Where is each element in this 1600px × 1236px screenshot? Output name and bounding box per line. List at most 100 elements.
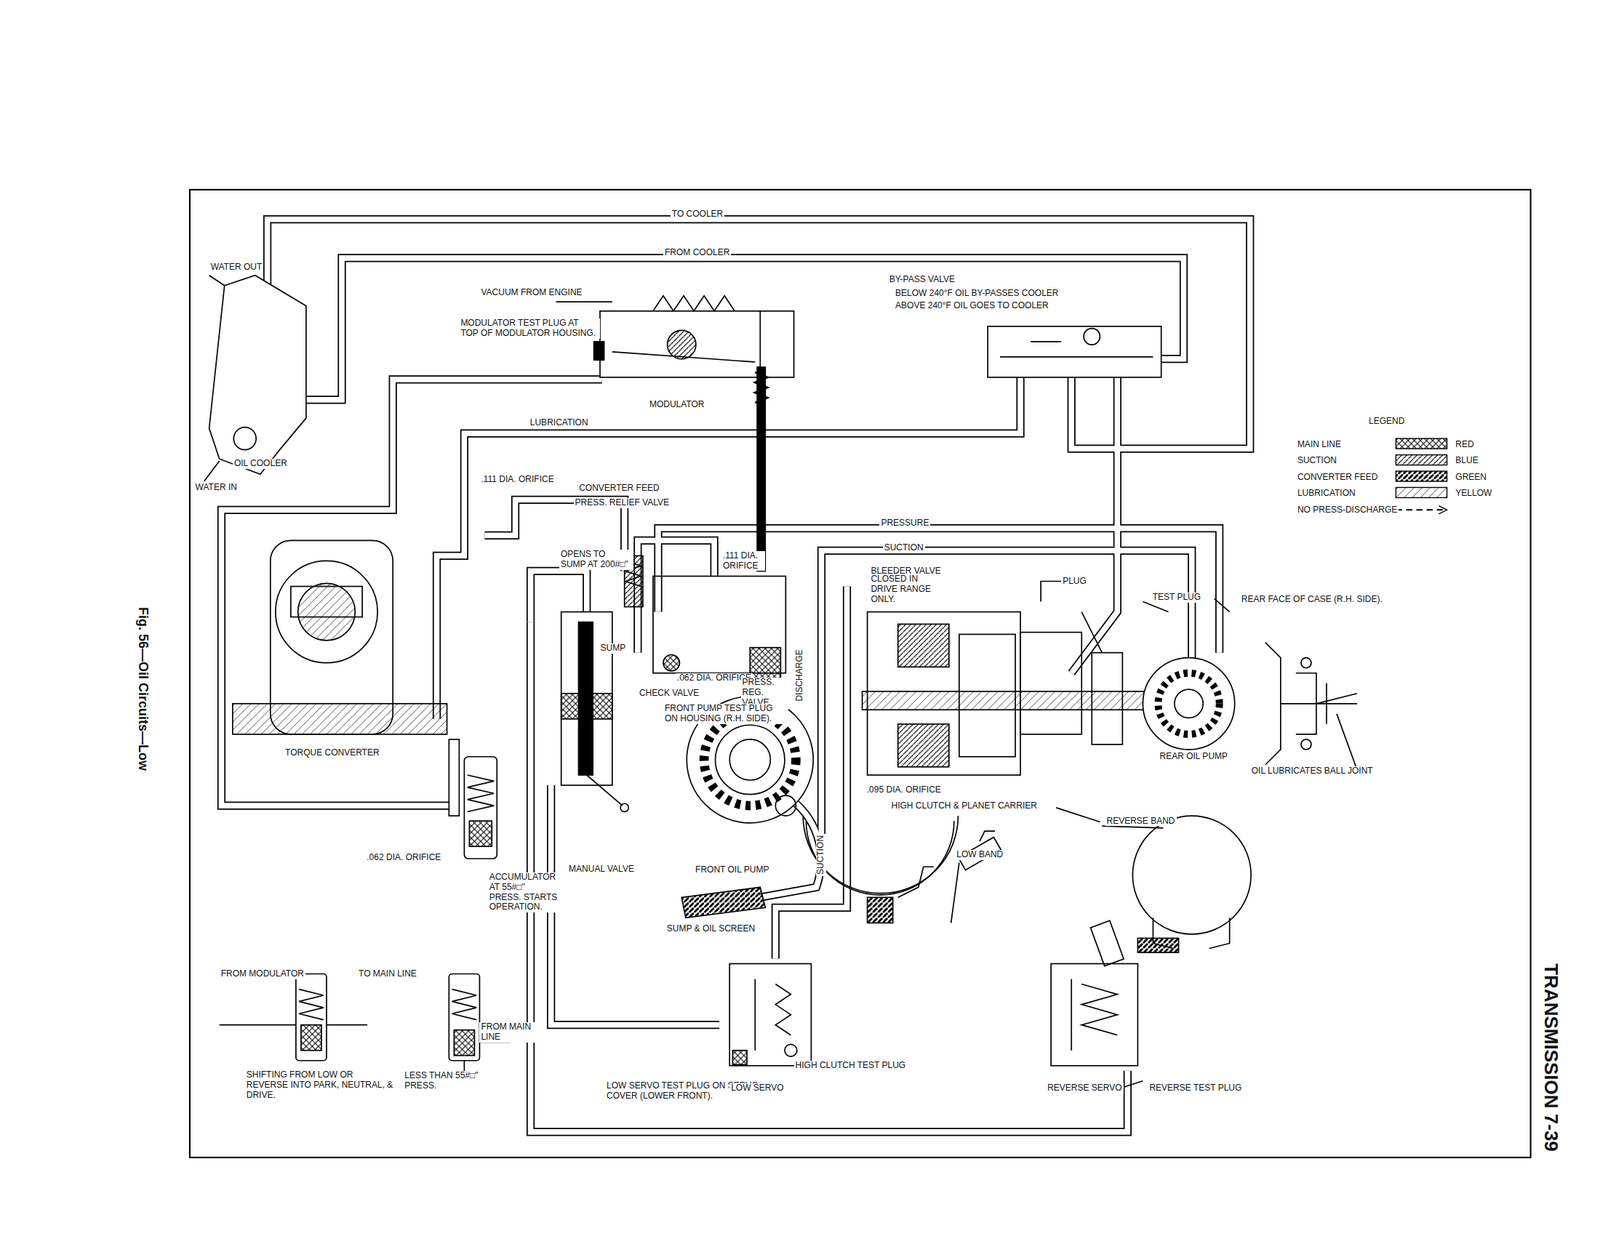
part-label: REVERSE SERVO <box>1045 1083 1123 1094</box>
drawing-part <box>637 540 715 653</box>
part-label: REVERSE TEST PLUG <box>1147 1083 1243 1094</box>
part-label: OIL LUBRICATES BALL JOINT <box>1250 766 1375 777</box>
drawing-part <box>704 714 796 806</box>
drawing-part <box>189 189 1531 1158</box>
part-label: VACUUM FROM ENGINE <box>479 288 584 299</box>
part-label: .095 DIA. ORIFICE <box>865 785 943 796</box>
part-label: REAR OIL PUMP <box>1157 752 1230 763</box>
part-label: SUMP <box>599 643 628 654</box>
drawing-part <box>898 866 934 898</box>
drawing-part <box>561 693 613 720</box>
part-label: RED <box>1453 440 1475 451</box>
drawing-part <box>448 739 459 816</box>
drawing-part <box>754 372 768 403</box>
part-label: TO MAIN LINE <box>357 969 419 980</box>
drawing-part <box>275 560 378 663</box>
part-label: TO COOLER <box>670 209 725 220</box>
drawing-part <box>951 598 1358 1090</box>
drawing-part <box>867 897 894 923</box>
legend-text: LUBRICATION <box>1296 488 1358 499</box>
part-label: FRONT PUMP TEST PLUG ON HOUSING (R.H. SI… <box>663 704 789 725</box>
part-label: LUBRICATION <box>528 418 590 429</box>
drawing-part <box>757 367 766 572</box>
drawing-part <box>667 330 696 359</box>
drawing-part <box>467 775 494 812</box>
drawing-part <box>715 725 785 795</box>
part-label: HIGH CLUTCH & PLANET CARRIER <box>889 801 1038 812</box>
drawing-part <box>448 974 480 1062</box>
drawing-part <box>979 831 995 842</box>
drawing-part <box>1071 357 1118 674</box>
page-header: TRANSMISSION 7-39 <box>1539 964 1563 1153</box>
part-label: BY-PASS VALVE <box>888 274 957 286</box>
drawing-part <box>1438 506 1447 515</box>
drawing-part <box>219 1025 511 1077</box>
drawing-part <box>233 427 256 451</box>
part-label: OIL COOLER <box>232 458 289 470</box>
part-label: LOW BAND <box>954 850 1005 861</box>
drawing-part <box>452 989 478 1021</box>
drawing-part <box>221 219 1250 1133</box>
drawing-part <box>437 352 1022 720</box>
drawing-part <box>290 586 363 618</box>
part-label: ABOVE 240°F OIL GOES TO COOLER <box>893 301 1051 312</box>
drawing-part <box>1137 938 1179 953</box>
drawing-part <box>1071 357 1118 674</box>
drawing-part <box>784 1044 798 1057</box>
drawing-part <box>732 1050 747 1066</box>
drawing-part <box>221 219 1250 1133</box>
drawing-part <box>301 1025 322 1051</box>
part-label: LEGEND <box>1367 416 1406 427</box>
part-label: OPENS TO SUMP AT 200#□" <box>559 549 634 571</box>
part-label: PRESS. REG. VALVE <box>741 677 790 708</box>
drawing-part <box>561 612 613 786</box>
drawing-part <box>1395 509 1447 511</box>
drawing-part <box>1091 653 1123 745</box>
drawing-part <box>681 887 766 918</box>
drawing-part <box>754 979 791 1051</box>
drawing-part <box>821 550 1192 837</box>
drawing-part <box>1174 689 1203 718</box>
part-label: MANUAL VALVE <box>567 864 636 875</box>
drawing-part <box>620 803 629 812</box>
part-label: BELOW 240°F OIL BY-PASSES COOLER <box>893 288 1060 299</box>
part-label: PLUG <box>1061 576 1088 587</box>
part-label: FROM COOLER <box>663 248 731 259</box>
drawing-part <box>1000 341 1153 358</box>
drawing-part <box>298 583 356 641</box>
drawing-part <box>1265 642 1358 766</box>
drawing-part <box>556 301 613 303</box>
drawing-part <box>663 654 680 671</box>
drawing-part <box>1083 328 1100 345</box>
part-label: PRESS. RELIEF VALVE <box>573 498 672 509</box>
drawing-part <box>298 989 324 1021</box>
drawing-part <box>1157 673 1219 735</box>
part-label: SUMP & OIL SCREEN <box>665 924 757 935</box>
drawing-part <box>1040 581 1102 654</box>
part-label: BLUE <box>1453 456 1480 467</box>
part-label: .062 DIA. ORIFICE <box>365 853 443 864</box>
part-label: SHIFTING FROM LOW OR REVERSE INTO PARK, … <box>245 1070 396 1101</box>
drawing-part <box>749 648 781 679</box>
drawing-part <box>1142 658 1235 750</box>
part-label: HIGH CLUTCH TEST PLUG <box>794 1061 908 1072</box>
part-label: FROM MODULATOR <box>219 969 306 980</box>
part-label: PRESSURE <box>879 518 931 529</box>
part-label: YELLOW <box>1453 488 1494 499</box>
drawing-part <box>1020 632 1082 735</box>
drawing-part <box>204 275 225 482</box>
part-label: REAR FACE OF CASE (R.H. SIDE). <box>1240 594 1384 606</box>
part-label: TORQUE CONVERTER <box>283 748 382 759</box>
part-label: SUCTION <box>882 543 926 554</box>
part-label: WATER IN <box>194 482 239 494</box>
drawing-part <box>729 739 771 781</box>
drawing-part <box>898 724 950 768</box>
part-label: DISCHARGE <box>794 648 806 703</box>
drawing-part <box>1395 438 1447 515</box>
legend-text: SUCTION <box>1296 456 1339 467</box>
legend-text: NO PRESS-DISCHARGE <box>1296 505 1399 516</box>
drawing-part <box>586 775 623 806</box>
drawing-part <box>1316 693 1358 704</box>
